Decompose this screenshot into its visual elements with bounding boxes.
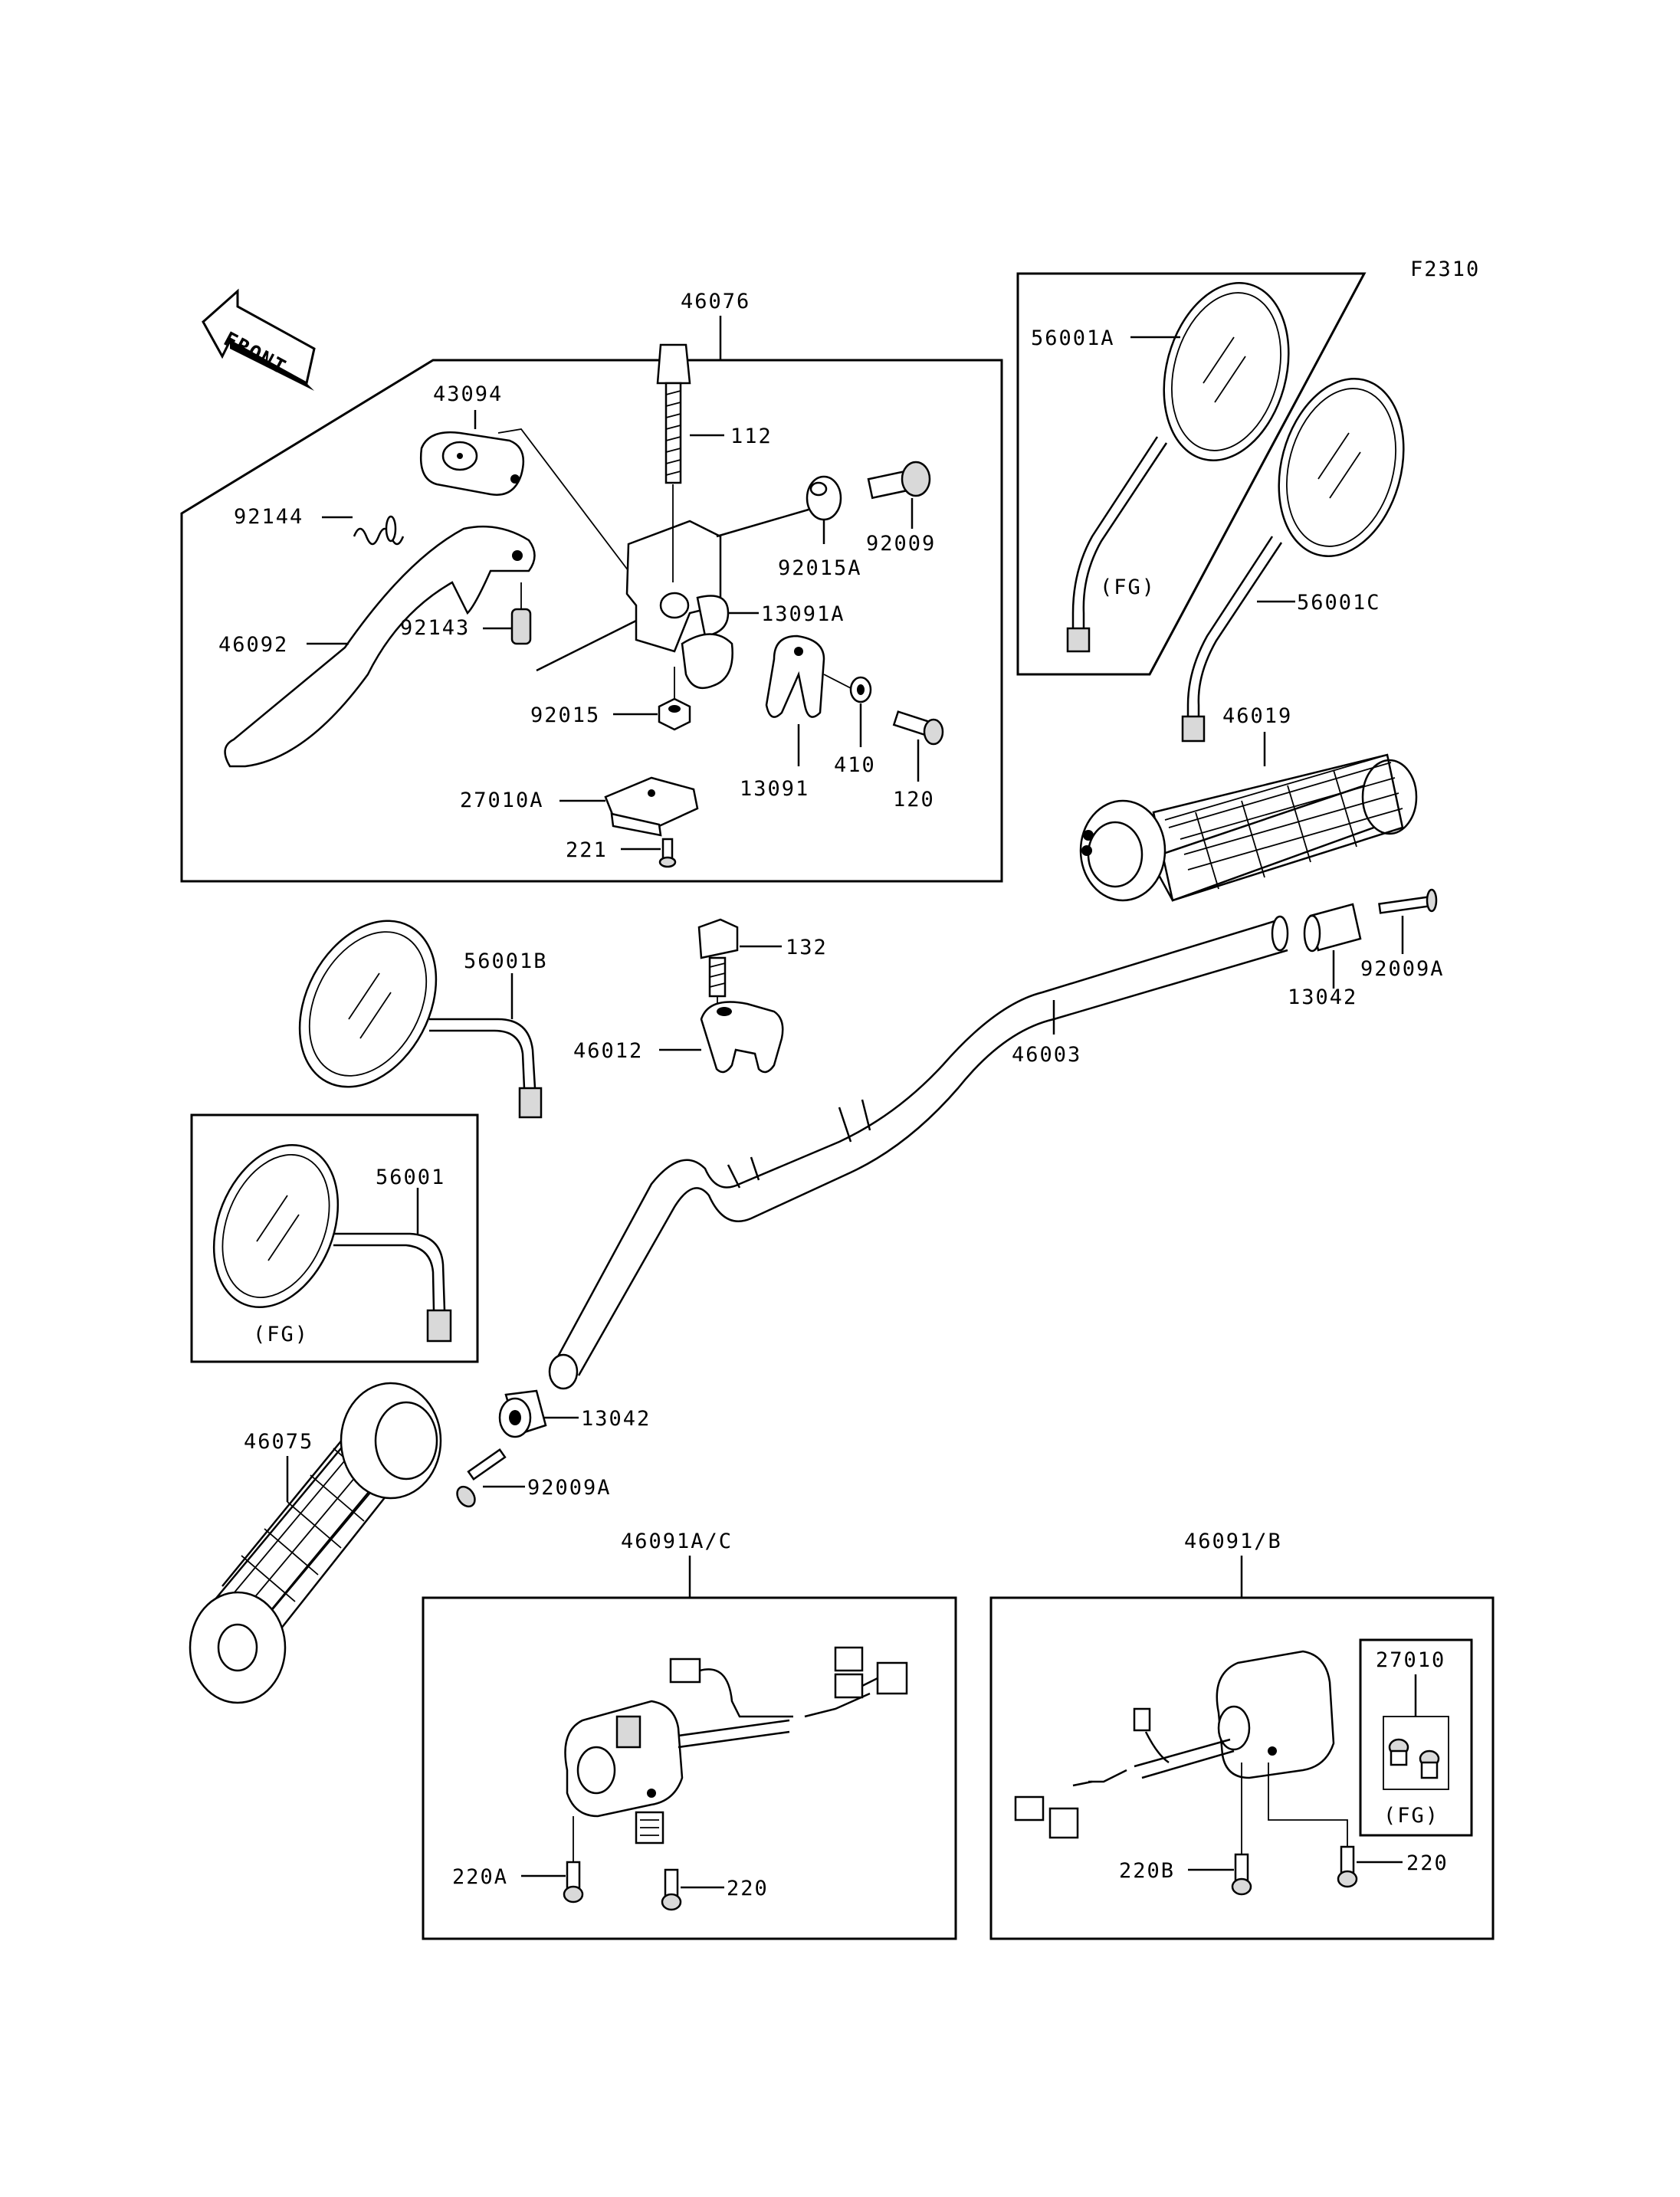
left-switch-housing-part <box>564 1646 908 1844</box>
holder-group: 132 46012 <box>573 918 828 1074</box>
bolt-120-part <box>892 710 944 746</box>
fg-27010: (FG) <box>1383 1804 1439 1828</box>
label-46003: 46003 <box>1012 1043 1081 1067</box>
nut-92015a-part <box>806 475 842 521</box>
mirror-56001c-part <box>1181 377 1405 743</box>
label-132: 132 <box>786 936 828 959</box>
label-13091A: 13091A <box>761 602 845 626</box>
label-56001A: 56001A <box>1031 326 1115 350</box>
nut-92015-part <box>658 697 691 731</box>
bar-end-screw-right-part <box>1378 888 1438 914</box>
bar-end-right-group: 13042 92009A <box>1288 888 1445 1009</box>
label-56001C: 56001C <box>1297 591 1381 615</box>
label-46012: 46012 <box>573 1039 643 1063</box>
spring-part <box>353 515 405 546</box>
grip-46019-group: 46019 <box>1079 704 1418 902</box>
brake-lever-part <box>224 525 536 768</box>
switch-ac-group: 46091A/C 220A 220 <box>422 1530 957 1940</box>
figure-code: F2310 <box>1410 257 1480 281</box>
screw-220-left-part <box>661 1868 682 1911</box>
mirror-56001b-group: 56001B <box>298 920 548 1119</box>
collar-part <box>510 608 532 645</box>
label-120: 120 <box>893 788 935 812</box>
label-13042-right: 13042 <box>1288 985 1357 1009</box>
bolt-132-part <box>697 918 739 998</box>
bar-end-left-group: 13042 92009A <box>456 1389 651 1508</box>
handlebar-holder-part <box>700 1001 784 1074</box>
fg-56001a: (FG) <box>1100 575 1156 599</box>
label-46091AC: 46091A/C <box>621 1530 733 1553</box>
label-46075: 46075 <box>244 1430 313 1454</box>
label-220-right: 220 <box>1406 1851 1449 1875</box>
label-220A: 220A <box>452 1865 508 1889</box>
label-56001: 56001 <box>376 1166 445 1189</box>
mirror-56001b-part <box>298 920 543 1119</box>
brake-switch-27010-part <box>1388 1738 1440 1779</box>
label-92015A: 92015A <box>778 556 862 580</box>
mirror-56001a-group: 56001A (FG) <box>1016 272 1367 676</box>
label-92009A-right: 92009A <box>1360 957 1445 981</box>
switch-27010-box <box>1359 1638 1473 1837</box>
left-grip-part <box>189 1382 442 1704</box>
clamp-13091-part <box>765 635 825 718</box>
fg-56001: (FG) <box>253 1323 309 1346</box>
grip-46075-group: 46075 <box>189 1382 442 1704</box>
reservoir-cover-part <box>419 431 525 496</box>
label-27010A: 27010A <box>460 789 544 812</box>
mirror-56001c-group: 56001C <box>1181 377 1405 743</box>
label-27010: 27010 <box>1376 1648 1445 1672</box>
mirror-56001a-box <box>1016 272 1367 676</box>
handlebar-part <box>548 915 1289 1390</box>
front-arrow-icon: FRONT <box>202 288 316 391</box>
label-43094: 43094 <box>433 382 503 406</box>
label-46019: 46019 <box>1222 704 1292 728</box>
label-56001B: 56001B <box>464 949 548 973</box>
master-cylinder-part <box>625 520 733 690</box>
washer-410-part <box>849 676 872 703</box>
label-46092: 46092 <box>218 633 288 657</box>
mirror-56001-part <box>212 1143 452 1343</box>
mirror-56001-group: 56001 (FG) <box>190 1113 479 1363</box>
label-92144: 92144 <box>234 505 304 529</box>
label-221: 221 <box>566 838 608 862</box>
screw-220a-part <box>563 1861 584 1904</box>
label-92009: 92009 <box>866 532 936 556</box>
label-13091: 13091 <box>740 777 809 801</box>
label-13042-left: 13042 <box>581 1407 651 1431</box>
handlebar-group: 46003 <box>548 915 1289 1390</box>
right-switch-housing-part <box>1014 1650 1335 1839</box>
screw-220-right-part <box>1337 1845 1358 1888</box>
label-46091B: 46091/B <box>1184 1530 1282 1553</box>
label-92009A-left: 92009A <box>527 1476 612 1500</box>
screw-221-part <box>658 838 677 868</box>
label-46076: 46076 <box>681 290 750 313</box>
screw-92009-part <box>867 461 931 500</box>
bar-end-screw-left-part <box>456 1448 507 1508</box>
switch-b-group: 46091/B 27010 (FG) <box>989 1530 1495 1940</box>
throttle-grip-part <box>1079 753 1418 902</box>
label-220B: 220B <box>1119 1859 1175 1883</box>
lever-assembly-group: 46076 43094 92144 46092 92143 <box>180 290 1003 883</box>
lever-assembly-box <box>180 359 1003 883</box>
bar-end-weight-right-part <box>1303 903 1362 953</box>
label-112: 112 <box>730 425 773 448</box>
brake-switch-part <box>604 776 699 837</box>
screw-220b-part <box>1231 1853 1252 1896</box>
mirror-56001-box <box>190 1113 479 1363</box>
mirror-56001a-part <box>1066 281 1290 653</box>
bar-end-weight-left-part <box>498 1389 547 1438</box>
label-220-left: 220 <box>727 1877 769 1900</box>
label-410: 410 <box>834 753 876 777</box>
bolt-112-part <box>656 343 691 484</box>
label-92143: 92143 <box>400 616 470 640</box>
label-92015: 92015 <box>530 703 600 727</box>
